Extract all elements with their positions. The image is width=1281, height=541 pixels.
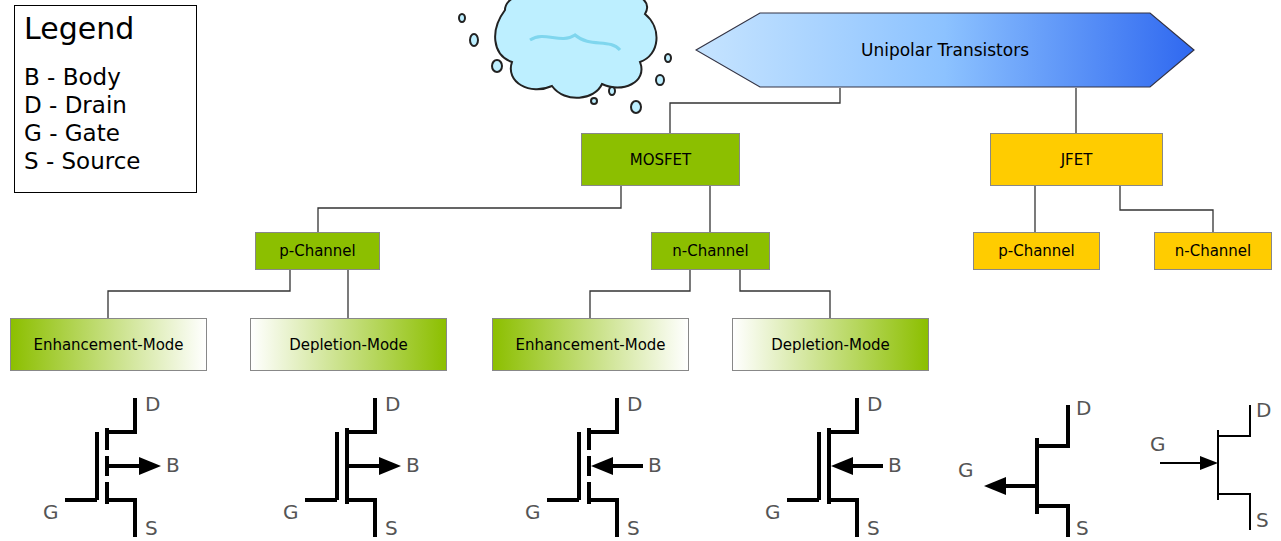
node-label: Depletion-Mode	[771, 336, 890, 354]
terminal-label: S	[1076, 518, 1089, 538]
terminal-label: D	[1076, 398, 1091, 418]
terminal-label: B	[648, 455, 662, 475]
legend-text: S - Source	[24, 148, 141, 174]
legend-entry: B - Body	[24, 66, 121, 89]
tree-connector	[347, 270, 348, 318]
category-box: p-Channel	[255, 232, 380, 270]
mosfet-symbol	[65, 398, 161, 537]
terminal-label: S	[145, 518, 158, 538]
mosfet-symbol	[787, 398, 883, 537]
terminal-label: G	[43, 502, 59, 522]
legend-text: D - Drain	[24, 92, 127, 118]
node-label: p-Channel	[998, 242, 1075, 260]
node-label: Unipolar Transistors	[861, 40, 1029, 60]
category-box: JFET	[990, 133, 1163, 186]
terminal-label: S	[627, 518, 640, 538]
tree-connector	[318, 186, 621, 232]
terminal-label: G	[958, 460, 974, 480]
tree-connector	[1034, 186, 1035, 232]
terminal-label: G	[525, 502, 541, 522]
hexagon-shape	[696, 13, 1194, 87]
category-box: Depletion-Mode	[732, 318, 929, 371]
legend-entry: G - Gate	[24, 122, 120, 145]
legend-entry: D - Drain	[24, 94, 127, 117]
tree-connector	[1120, 186, 1213, 232]
terminal-label: B	[888, 455, 902, 475]
category-box: Enhancement-Mode	[10, 318, 207, 371]
node-label: Enhancement-Mode	[33, 336, 183, 354]
node-label: Enhancement-Mode	[515, 336, 665, 354]
terminal-label: S	[385, 518, 398, 538]
terminal-label: G	[1150, 434, 1166, 454]
terminal-label: D	[867, 394, 882, 414]
splash-cloud	[459, 0, 671, 113]
category-box: n-Channel	[651, 232, 770, 270]
legend-text: B - Body	[24, 64, 121, 90]
tree-connector	[108, 270, 290, 318]
node-label: n-Channel	[672, 242, 749, 260]
terminal-label: D	[145, 394, 160, 414]
banner-hexagon: Unipolar Transistors	[695, 12, 1195, 88]
node-label: n-Channel	[1175, 242, 1252, 260]
tree-connector	[670, 88, 840, 133]
terminal-label: B	[166, 455, 180, 475]
category-box: n-Channel	[1154, 232, 1272, 270]
terminal-label: B	[406, 455, 420, 475]
mosfet-symbol	[547, 398, 643, 537]
legend-title: Legend	[24, 14, 134, 44]
node-label: MOSFET	[630, 151, 692, 169]
category-box: Depletion-Mode	[250, 318, 447, 371]
jfet-symbol	[1160, 405, 1250, 530]
tree-connector	[740, 270, 830, 318]
tree-connector	[709, 186, 710, 232]
node-label: Depletion-Mode	[289, 336, 408, 354]
terminal-label: D	[385, 394, 400, 414]
terminal-label: S	[867, 518, 880, 538]
legend-text: G - Gate	[24, 120, 120, 146]
terminal-label: G	[283, 502, 299, 522]
node-label: p-Channel	[279, 242, 356, 260]
node-label: JFET	[1061, 151, 1093, 169]
category-box: Enhancement-Mode	[492, 318, 689, 371]
legend-entry: S - Source	[24, 150, 141, 173]
tree-connector	[590, 270, 690, 318]
terminal-label: S	[1256, 510, 1269, 530]
category-box: p-Channel	[973, 232, 1100, 270]
terminal-label: D	[1256, 400, 1271, 420]
terminal-label: G	[765, 502, 781, 522]
mosfet-symbol	[305, 398, 401, 537]
category-box: MOSFET	[581, 133, 740, 186]
tree-connector	[1075, 88, 1076, 133]
terminal-label: D	[627, 394, 642, 414]
jfet-symbol	[984, 405, 1068, 537]
